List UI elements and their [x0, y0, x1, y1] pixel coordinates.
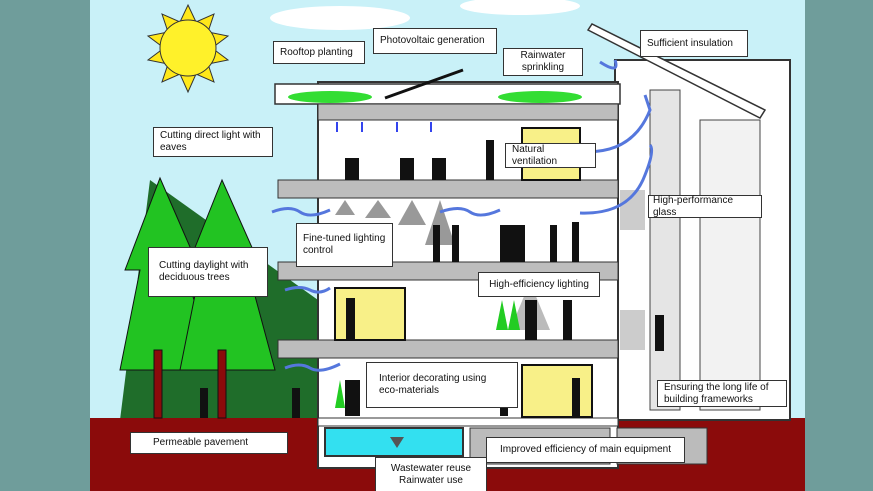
label-frameworks: Ensuring the long life of building frame…: [657, 380, 787, 407]
label-text: Sufficient insulation: [647, 37, 733, 49]
label-glass: High-performance glass: [648, 195, 762, 218]
tower-roof: [586, 23, 767, 119]
label-text: High-performance glass: [653, 194, 734, 218]
people: [345, 140, 664, 416]
light-cones: [335, 200, 550, 330]
funnel-icon: [390, 437, 404, 448]
sun-icon: [146, 3, 230, 94]
label-text: Improved efficiency of main equipment: [499, 444, 671, 455]
label-text: Cutting direct light with eaves: [160, 130, 261, 153]
label-text: High-efficiency lighting: [489, 278, 589, 290]
label-text: Wastewater reuse: [390, 463, 472, 474]
label-main-equipment: Improved efficiency of main equipment: [486, 437, 685, 463]
window: [521, 364, 593, 418]
label-rooftop-planting: Rooftop planting: [273, 41, 365, 64]
cloud: [270, 6, 410, 30]
label-text: Cutting daylight with deciduous trees: [159, 260, 249, 283]
label-rainwater-sprinkling: Rainwater sprinkling: [503, 48, 583, 76]
label-text: Photovoltaic generation: [380, 35, 485, 46]
label-eco-materials: Interior decorating using eco-materials: [366, 362, 518, 408]
solar-panel: [384, 68, 464, 100]
eco-building-diagram: Rooftop planting Photovoltaic generation…: [90, 0, 805, 491]
label-insulation: Sufficient insulation: [640, 30, 748, 57]
label-natural-ventilation: Natural ventilation: [505, 143, 596, 168]
label-eaves: Cutting direct light with eaves: [153, 127, 273, 157]
label-photovoltaic: Photovoltaic generation: [373, 28, 497, 54]
label-deciduous-trees: Cutting daylight with deciduous trees: [148, 247, 268, 297]
person: [292, 388, 300, 418]
label-text: Ensuring the long life of building frame…: [664, 381, 769, 405]
window: [334, 287, 406, 341]
label-text: Rooftop planting: [280, 46, 353, 58]
label-efficient-lighting: High-efficiency lighting: [478, 272, 600, 297]
building-illustration: [90, 0, 805, 491]
label-text: Natural ventilation: [512, 143, 558, 167]
label-lighting-control: Fine-tuned lighting control: [296, 223, 393, 267]
label-pavement: Permeable pavement: [130, 432, 288, 454]
label-text: Rainwater sprinkling: [520, 50, 566, 73]
person: [200, 388, 208, 418]
rooftop-plants: [288, 91, 372, 103]
sprinkler-icons: [336, 122, 432, 132]
rooftop-plants: [498, 91, 582, 103]
cloud: [460, 0, 580, 15]
label-text: Fine-tuned lighting control: [303, 233, 386, 256]
label-text: Interior decorating using eco-materials: [379, 373, 487, 396]
label-text: Permeable pavement: [153, 437, 249, 448]
label-text: Rainwater use: [399, 475, 463, 486]
